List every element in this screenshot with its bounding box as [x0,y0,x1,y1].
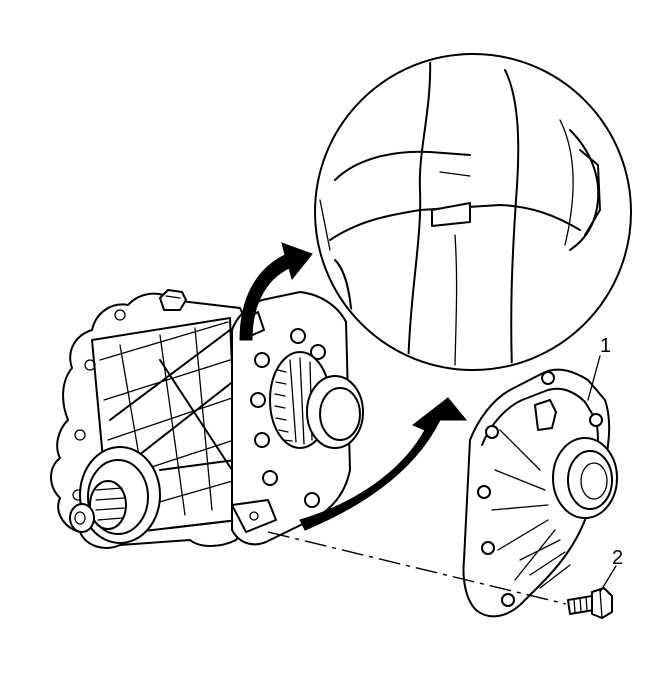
leader-lines [587,355,617,593]
magnified-detail-view [314,53,632,371]
transfer-case-housing [50,289,251,549]
lower-curved-arrow [299,397,468,531]
callout-2: 2 [612,547,623,569]
upper-curved-arrow [239,242,313,341]
case-half-flange [231,291,364,546]
bolt [567,587,613,619]
alignment-line [267,531,567,605]
callout-1: 1 [600,335,611,357]
end-cover [462,368,618,618]
